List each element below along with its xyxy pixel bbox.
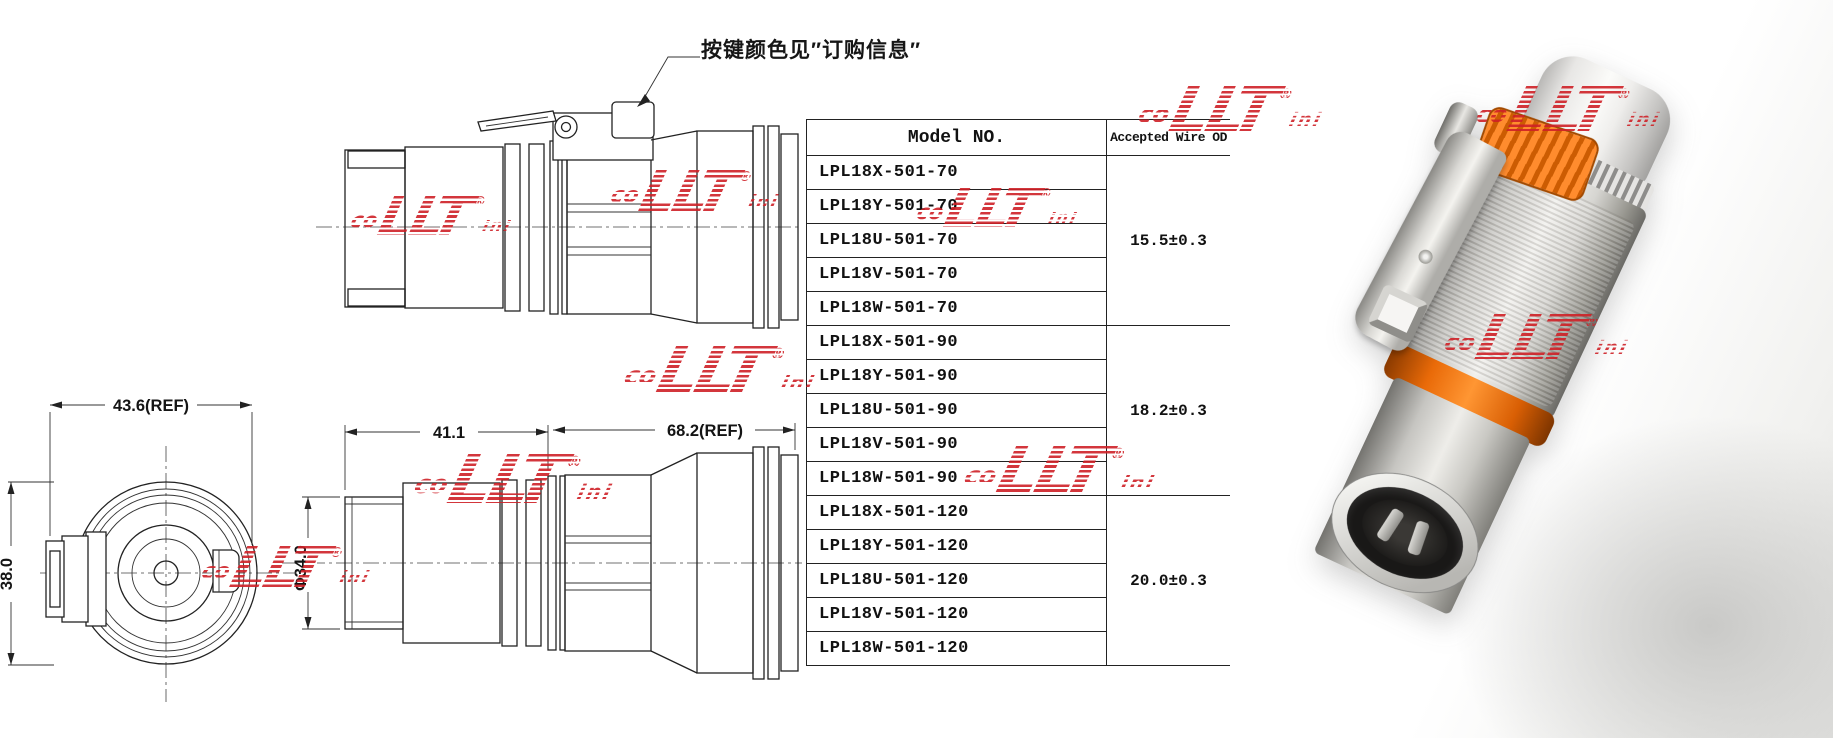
table-row: LPL18Y-501-70 [806,189,1231,224]
table-row: LPL18W-501-120 [806,631,1231,666]
dim-label-41-1: 41.1 [433,424,465,442]
dim-diameter: Φ34.0 [292,496,340,630]
dim-43-6: 43.6(REF) [49,395,253,545]
model-cell: LPL18Y-501-90 [806,359,1107,394]
model-cell: LPL18W-501-70 [806,291,1107,326]
table-row: LPL18W-501-70 [806,291,1231,326]
front-latch-bracket [45,531,107,627]
model-cell: LPL18X-501-90 [806,325,1107,360]
model-cell: LPL18V-501-90 [806,427,1107,462]
table-header-row: Model NO. Accepted Wire OD [806,119,1231,156]
dim-68-2: 68.2(REF) [553,419,796,450]
model-cell: LPL18W-501-120 [806,631,1107,666]
header-accepted-wire-od: Accepted Wire OD [1106,119,1231,156]
model-cell: LPL18U-501-70 [806,223,1107,258]
side-view-dimensioned: 41.1 68.2(REF) Φ34.0 [282,419,802,680]
model-cell: LPL18U-501-120 [806,563,1107,598]
dim-38-0: 38.0 [0,481,54,666]
model-cell: LPL18X-501-120 [806,495,1107,530]
table-row: LPL18V-501-70 [806,257,1231,292]
wire-od-cell: 20.0±0.3 [1106,495,1231,666]
table-row: LPL18Y-501-90 [806,359,1231,394]
wire-od-cell: 18.2±0.3 [1106,325,1231,496]
front-view: 43.6(REF) 38.0 [0,395,296,702]
model-cell: LPL18U-501-90 [806,393,1107,428]
button-color-callout: 按键颜色见″订购信息″ [701,39,922,62]
dim-label-38-0: 38.0 [0,558,16,590]
dim-label-diameter: Φ34.0 [292,545,310,591]
table-row: LPL18Y-501-120 [806,529,1231,564]
dim-41-1: 41.1 [344,421,549,490]
model-cell: LPL18V-501-120 [806,597,1107,632]
latch-lever-drawing [477,101,655,161]
dim-label-43-6: 43.6(REF) [113,397,189,415]
technical-drawings: 41.1 68.2(REF) Φ34.0 [0,56,802,702]
product-photo [1230,0,1833,738]
model-cell: LPL18Y-501-70 [806,189,1107,224]
model-cell: LPL18W-501-90 [806,461,1107,496]
side-view-with-latch [316,56,802,329]
model-cell: LPL18Y-501-120 [806,529,1107,564]
header-model-no: Model NO. [806,119,1107,156]
dim-label-68-2: 68.2(REF) [667,422,743,440]
table-row: LPL18U-501-70 [806,223,1231,258]
model-spec-table: Model NO. Accepted Wire OD LPL18X-501-70… [806,119,1231,666]
table-row: LPL18W-501-90 [806,461,1231,496]
front-key-tab [212,549,240,593]
model-cell: LPL18V-501-70 [806,257,1107,292]
model-cell: LPL18X-501-70 [806,155,1107,190]
wire-od-cell: 15.5±0.3 [1106,155,1231,326]
callout-leader [637,56,700,107]
